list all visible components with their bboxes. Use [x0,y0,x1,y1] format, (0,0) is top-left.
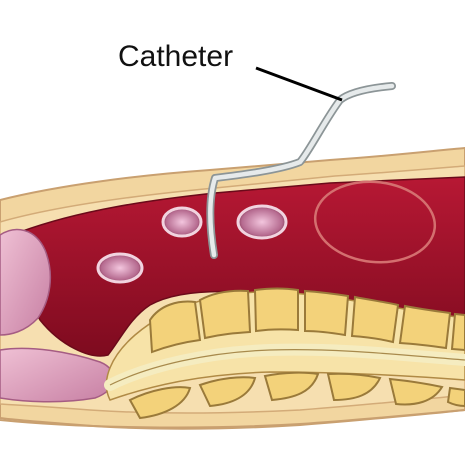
vessel-cross-section-middle [163,208,201,236]
vessel-cross-section-right [238,206,286,238]
vertebra [255,289,298,332]
vessel-cross-section-left [98,254,142,282]
vertebra [305,291,348,335]
vertebra [400,306,450,348]
vertebra [452,314,465,350]
vertebra [352,297,398,342]
spinous-process [448,388,465,406]
catheter-leader-line [256,68,342,100]
vertebra [200,291,250,338]
catheter-label: Catheter [118,40,233,74]
